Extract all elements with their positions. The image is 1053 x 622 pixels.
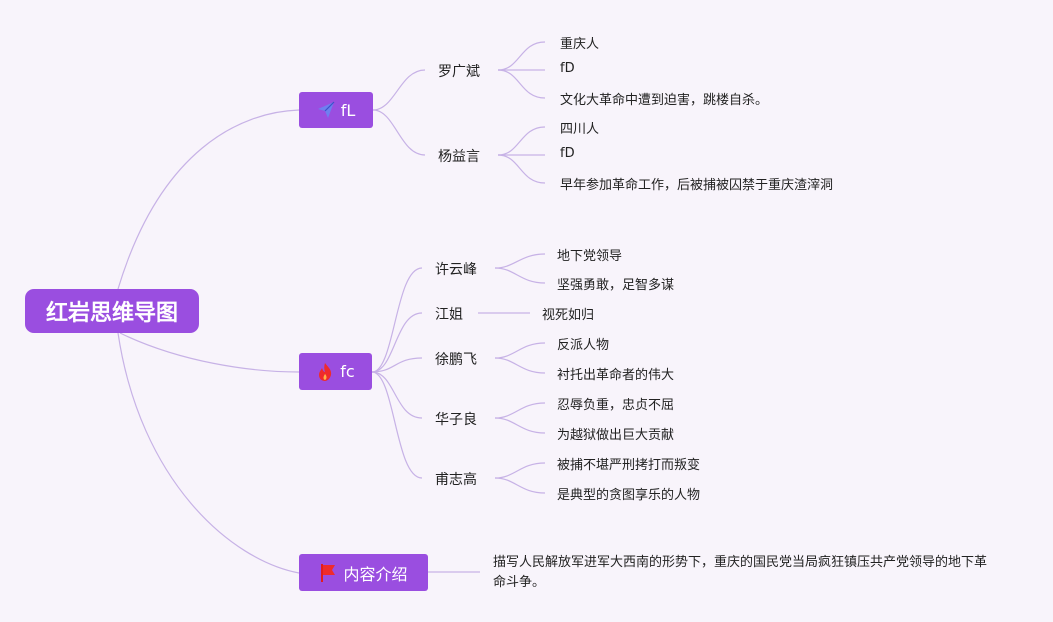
link-char-fu xyxy=(371,371,423,479)
link-fu-2 xyxy=(494,477,546,494)
detail-item[interactable]: 视死如归 xyxy=(542,308,595,323)
detail-item[interactable]: 坚强勇敢，足智多谋 xyxy=(557,278,675,293)
author-node[interactable]: 杨益言 xyxy=(438,149,480,165)
link-char-jiang xyxy=(371,312,423,373)
link-luo-1 xyxy=(497,41,546,71)
detail-item[interactable]: 是典型的贪图享乐的人物 xyxy=(557,488,701,503)
branch-node-summary[interactable]: 内容介绍 xyxy=(299,554,428,591)
character-node[interactable]: 许云峰 xyxy=(435,262,477,278)
character-node[interactable]: 华子良 xyxy=(435,412,477,428)
fire-icon xyxy=(316,362,334,382)
flag-icon xyxy=(319,563,337,583)
link-char-xu xyxy=(371,267,423,373)
branch-label: 内容介绍 xyxy=(343,564,408,584)
link-root-author xyxy=(117,109,300,290)
detail-item[interactable]: 重庆人 xyxy=(560,37,600,52)
detail-item[interactable]: 为越狱做出巨大贡献 xyxy=(557,428,675,443)
link-xupf-1 xyxy=(494,342,546,359)
link-luo-3 xyxy=(497,69,546,99)
character-node[interactable]: 徐鹏飞 xyxy=(435,352,477,368)
link-char-xupf xyxy=(371,357,423,373)
detail-item[interactable]: 忍辱负重，忠贞不屈 xyxy=(557,398,675,413)
link-yang-3 xyxy=(497,154,546,184)
branch-node-characters[interactable]: fc xyxy=(299,353,372,390)
root-label: 红岩思维导图 xyxy=(45,301,178,326)
detail-item[interactable]: 早年参加革命工作，后被捕被囚禁于重庆渣滓洞 xyxy=(560,178,834,193)
branch-node-author[interactable]: fL xyxy=(299,92,373,128)
branch-label: fL xyxy=(340,100,356,120)
detail-item[interactable]: 地下党领导 xyxy=(557,249,623,264)
link-xu-1 xyxy=(494,253,546,269)
detail-item[interactable]: 文化大革命中遭到迫害，跳楼自杀。 xyxy=(560,93,769,108)
link-char-hua xyxy=(371,371,423,419)
link-fu-1 xyxy=(494,462,546,479)
link-yang-1 xyxy=(497,126,546,156)
link-root-summary xyxy=(117,332,300,574)
character-node[interactable]: 江姐 xyxy=(435,307,463,323)
detail-item[interactable]: fD xyxy=(560,146,575,161)
summary-text[interactable]: 描写人民解放军进军大西南的形势下，重庆的国民党当局疯狂镇压共产党领导的地下革命斗… xyxy=(493,555,988,590)
link-root-characters xyxy=(119,332,300,373)
detail-item[interactable]: 被捕不堪严刑拷打而叛变 xyxy=(557,458,701,473)
link-author-yang xyxy=(372,109,426,156)
link-xupf-2 xyxy=(494,357,546,374)
author-node[interactable]: 罗广斌 xyxy=(438,64,480,80)
link-hua-1 xyxy=(494,402,546,419)
root-node[interactable]: 红岩思维导图 xyxy=(25,289,199,333)
link-author-luo xyxy=(372,69,426,111)
detail-item[interactable]: 反派人物 xyxy=(557,338,610,353)
link-hua-2 xyxy=(494,417,546,434)
detail-item[interactable]: 四川人 xyxy=(560,122,600,137)
detail-item[interactable]: fD xyxy=(560,61,575,76)
paper-plane-icon xyxy=(317,101,335,119)
branch-label: fc xyxy=(340,362,355,381)
link-xu-2 xyxy=(494,267,546,284)
detail-item[interactable]: 衬托出革命者的伟大 xyxy=(557,368,675,383)
character-node[interactable]: 甫志高 xyxy=(435,472,477,488)
